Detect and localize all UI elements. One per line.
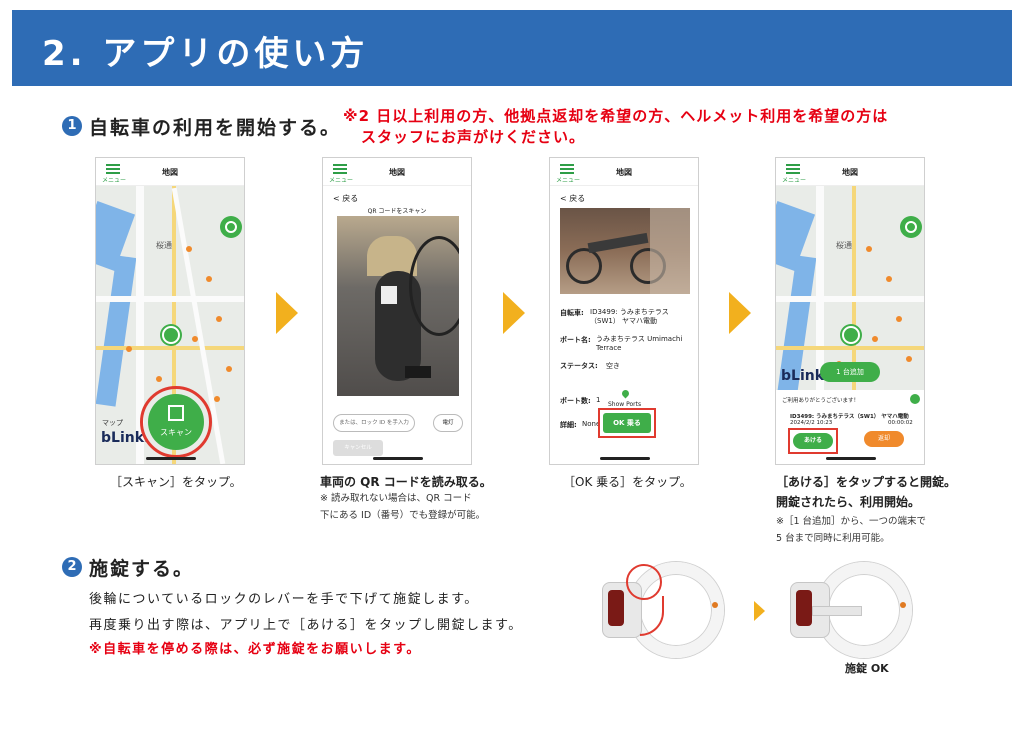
app-topbar: メニュー 地図 <box>323 158 471 186</box>
phone4-note-line1: ※［1 台追加］から、一つの端末で <box>776 516 927 527</box>
ok-ride-button[interactable]: OK 乗る <box>603 413 651 433</box>
menu-label: メニュー <box>102 177 127 184</box>
return-button[interactable]: 返却 <box>864 431 904 447</box>
step2-line2: 再度乗り出す際は、アプリ上で［あける］をタップし開錠します。 <box>89 618 523 633</box>
home-indicator <box>600 457 650 460</box>
detail-label: 詳細: <box>560 421 577 429</box>
open-button[interactable]: あける <box>793 433 833 449</box>
bike-value: ID3499: うみまちテラス（SW1） ヤマハ電動 <box>590 308 669 325</box>
ring-lock-open-image <box>598 562 728 662</box>
phone-screen-rental: 桜通 メニュー 地図 bLink. 1 台追加 ご利用ありがとうございます！ I… <box>775 157 925 465</box>
flash-button[interactable]: 電灯 <box>433 414 463 432</box>
bike-station-icon[interactable] <box>842 326 860 344</box>
section-title: 2. アプリの使い方 <box>42 34 369 74</box>
show-ports-link[interactable]: Show Ports <box>608 401 642 408</box>
locate-button[interactable] <box>900 216 922 238</box>
step-number-2: 2 <box>62 557 82 577</box>
phone2-note-line2: 下にある ID（番号）でも登録が可能。 <box>320 510 486 521</box>
status-value: 空き <box>606 362 620 370</box>
phone4-caption-line1: ［あける］をタップすると開錠。 <box>776 475 957 489</box>
step1-note-line2: スタッフにお声がけください。 <box>361 128 586 146</box>
port-label: ポート名: <box>560 336 591 344</box>
port-count-value: 1 <box>596 396 601 404</box>
port-count-label: ポート数: <box>560 397 591 405</box>
maps-credit: マップ <box>102 419 123 427</box>
qr-icon <box>168 405 184 421</box>
step2-note: ※自転車を停める際は、必ず施錠をお願いします。 <box>89 642 421 657</box>
bike-station-icon[interactable] <box>162 326 180 344</box>
add-bike-button[interactable]: 1 台追加 <box>820 362 880 382</box>
screen-title: 地図 <box>616 168 632 177</box>
blink-logo: bLink. <box>781 368 830 384</box>
menu-icon[interactable] <box>560 164 574 174</box>
step1-note-line1: ※2 日以上利用の方、他拠点返却を希望の方、ヘルメット利用を希望の方は <box>343 107 889 125</box>
phone4-note-line2: 5 台まで同時に利用可能。 <box>776 533 890 544</box>
arrow-right-icon <box>503 292 525 334</box>
menu-label: メニュー <box>556 177 581 184</box>
app-topbar: メニュー 地図 <box>550 158 698 186</box>
highlight-circle <box>140 386 212 458</box>
phone-screen-map: 桜通 マップ bLink. スキャン メニュー 地図 <box>95 157 245 465</box>
menu-label: メニュー <box>329 177 354 184</box>
arrow-right-icon <box>754 601 765 621</box>
qr-code-sticker <box>381 286 397 304</box>
highlight-box: あける <box>788 428 838 454</box>
step2-title: 施錠する。 <box>89 558 195 580</box>
lock-ok-label: 施錠 OK <box>845 662 889 675</box>
chevron-down-icon[interactable] <box>910 394 920 404</box>
map-pin-icon <box>620 388 631 399</box>
blink-logo: bLink. <box>101 430 150 446</box>
map-label: 桜通 <box>156 241 172 250</box>
screen-title: 地図 <box>162 168 178 177</box>
app-topbar: メニュー 地図 <box>96 158 244 186</box>
phone1-caption: ［スキャン］をタップ。 <box>110 475 242 489</box>
detail-value: None <box>582 420 601 428</box>
phone4-caption-line2: 開錠されたら、利用開始。 <box>776 495 921 509</box>
home-indicator <box>146 457 196 460</box>
step2-line1: 後輪についているロックのレバーを手で下げて施錠します。 <box>89 592 479 607</box>
locate-button[interactable] <box>220 216 242 238</box>
ring-lock-closed-image <box>786 562 916 662</box>
status-label: ステータス: <box>560 362 598 370</box>
rental-elapsed: 00:00:02 <box>888 420 913 426</box>
phone2-note-line1: ※ 読み取れない場合は、QR コード <box>320 493 472 504</box>
bike-label: 自転車: <box>560 309 584 317</box>
map-label: 桜通 <box>836 241 852 250</box>
thanks-text: ご利用ありがとうございます！ <box>782 398 860 404</box>
phone2-caption: 車両の QR コードを読み取る。 <box>320 475 492 489</box>
bike-photo <box>560 208 690 294</box>
port-value: うみまちテラス Umimachi Terrace <box>596 335 683 352</box>
section-header: 2. アプリの使い方 <box>12 10 1012 86</box>
back-link[interactable]: < 戻る <box>560 194 586 203</box>
rental-bike: ID3499: うみまちテラス（SW1） ヤマハ電動 <box>790 414 909 420</box>
rental-panel: ご利用ありがとうございます！ ID3499: うみまちテラス（SW1） ヤマハ電… <box>776 390 924 464</box>
camera-view <box>337 216 459 396</box>
screen-title: 地図 <box>842 168 858 177</box>
rental-date: 2024/2/2 10:23 <box>790 420 833 426</box>
phone3-caption: ［OK 乗る］をタップ。 <box>563 475 692 489</box>
back-link[interactable]: < 戻る <box>333 194 359 203</box>
scan-label: スキャン <box>160 428 192 437</box>
step1-title: 自転車の利用を開始する。 <box>89 117 342 139</box>
phone-screen-bike-details: メニュー 地図 < 戻る 自転車: ID3499: うみまちテラス（SW1） ヤ… <box>549 157 699 465</box>
scan-title: QR コードをスキャン <box>367 208 427 215</box>
arrow-right-icon <box>276 292 298 334</box>
menu-label: メニュー <box>782 177 807 184</box>
menu-icon[interactable] <box>106 164 120 174</box>
arrow-right-icon <box>729 292 751 334</box>
step-number-1: 1 <box>62 116 82 136</box>
screen-title: 地図 <box>389 168 405 177</box>
cancel-button[interactable]: キャンセル <box>333 440 383 456</box>
lock-id-input[interactable]: または、ロック ID を手入力 <box>333 414 415 432</box>
app-topbar: メニュー 地図 <box>776 158 924 186</box>
map-view[interactable]: 桜通 マップ bLink. スキャン <box>96 186 244 464</box>
menu-icon[interactable] <box>333 164 347 174</box>
phone-screen-qr-scan: メニュー 地図 < 戻る QR コードをスキャン または、ロック ID を手入力… <box>322 157 472 465</box>
highlight-box: OK 乗る <box>598 408 656 438</box>
scan-button[interactable]: スキャン <box>148 394 204 450</box>
menu-icon[interactable] <box>786 164 800 174</box>
home-indicator <box>826 457 876 460</box>
home-indicator <box>373 457 423 460</box>
